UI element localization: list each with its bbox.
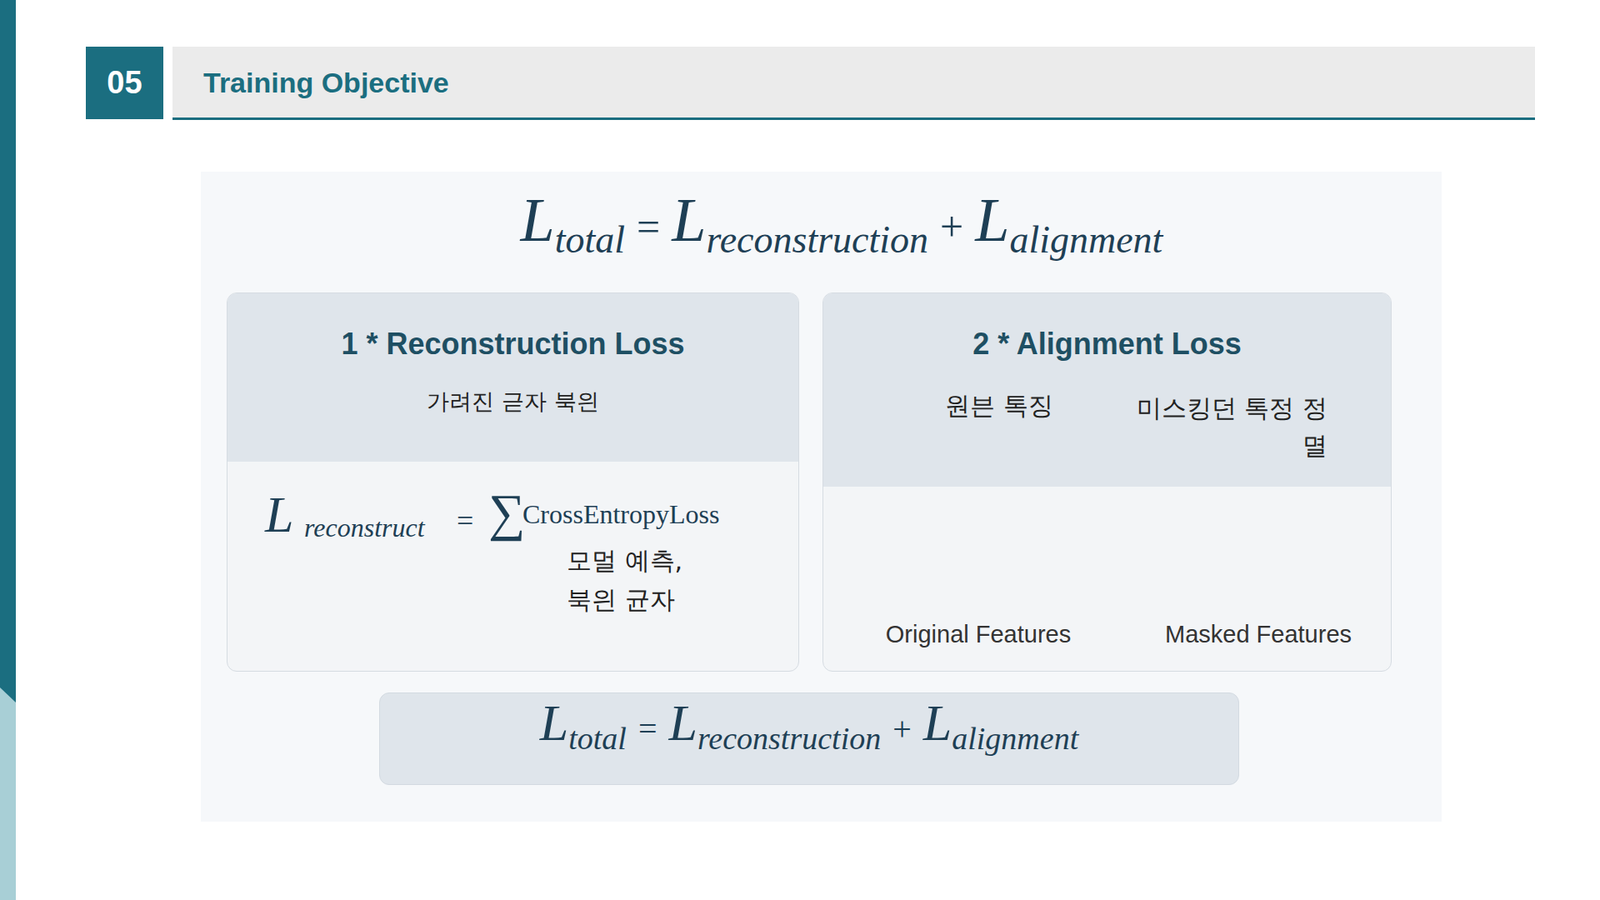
card-subtitle: 미스킹던 톡정 정멸	[1135, 389, 1328, 465]
card-subtitle: 원븐 톡징	[945, 389, 1054, 424]
card-subtitle: 가려진 귿자 북읜	[227, 386, 799, 417]
loss-card: 1 * Reconstruction Loss 가려진 귿자 북읜	[226, 292, 800, 672]
section-number: 05	[106, 65, 142, 101]
formula-term: L	[540, 693, 569, 753]
formula-term: =	[638, 709, 658, 749]
header-rule	[172, 117, 1535, 120]
side-bar-light	[0, 0, 16, 900]
header-bar	[172, 46, 1535, 120]
formula-note: 북읜 균자	[566, 585, 675, 615]
formula-term: +	[892, 709, 912, 749]
card-title: 1 * Reconstruction Loss	[227, 326, 799, 362]
section-number-box: 05	[85, 46, 164, 120]
formula-term: L	[668, 693, 697, 753]
formula-term: reconstruction	[705, 217, 929, 262]
card-title: 2 * Alignment Loss	[823, 326, 1391, 362]
formula-term: +	[940, 202, 964, 251]
formula-term: L	[520, 185, 555, 256]
figure-caption: Original Features	[885, 620, 1071, 650]
formula-term: L	[923, 693, 952, 753]
figure-panel	[200, 171, 1442, 822]
formula-term: =	[456, 503, 474, 540]
loss-card: 2 * Alignment Loss 원븐 톡징 미스킹던 톡정 정멸	[822, 292, 1392, 672]
formula-term: L	[975, 185, 1010, 256]
total-loss-formula: Ltotal=Lreconstruction+Lalignment	[358, 185, 1325, 269]
formula-term: alignment	[1009, 217, 1163, 262]
card-header	[227, 293, 799, 462]
formula-term: reconstruction	[697, 720, 881, 757]
formula-term: total	[568, 720, 627, 757]
formula-term: L	[265, 483, 294, 545]
formula-note: 모멀 예측,	[566, 545, 683, 576]
formula-term: L	[671, 185, 706, 256]
formula-term: alignment	[951, 720, 1079, 757]
formula-box: Ltotal=Lreconstruction+Lalignment	[379, 692, 1240, 785]
slide-title: Training Objective	[203, 46, 450, 120]
formula-term: =	[636, 202, 660, 251]
side-bar	[0, 0, 16, 703]
sum-symbol: ∑	[488, 481, 525, 544]
figure-caption: Masked Features	[1165, 620, 1352, 650]
formula-term: total	[555, 217, 625, 262]
formula-term: CrossEntropyLoss	[522, 498, 720, 530]
